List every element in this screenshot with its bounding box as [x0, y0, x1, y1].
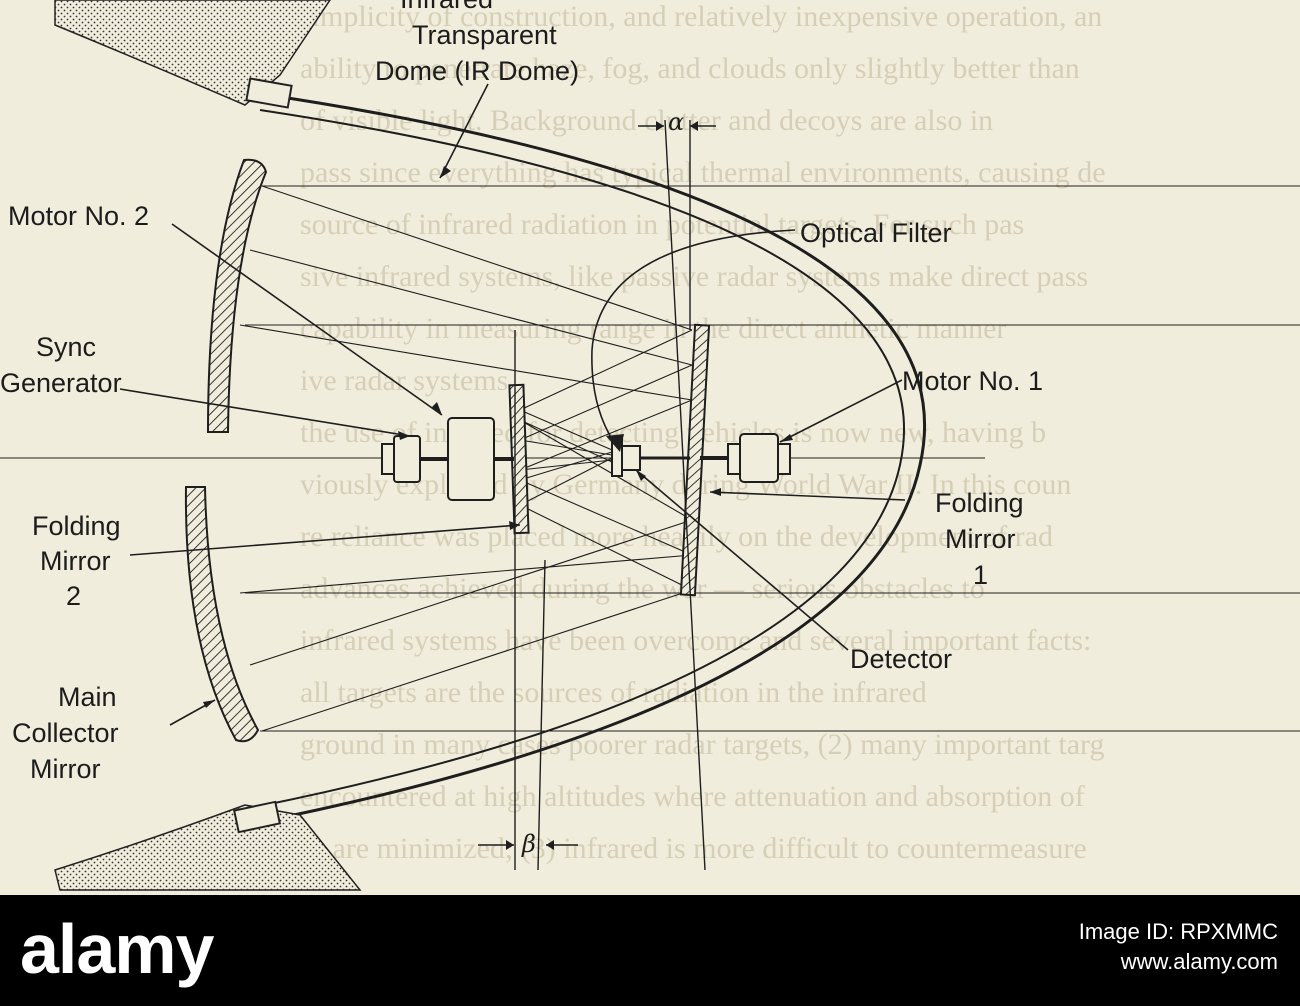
ir-dome-label-3: Dome (IR Dome) — [375, 56, 579, 86]
folding-mirror-1-label-3: 1 — [973, 560, 988, 590]
labels: Infrared Transparent Dome (IR Dome) Moto… — [0, 0, 1043, 784]
bg-line: ive radar systems. — [300, 364, 516, 397]
dome-mount-lower — [232, 800, 282, 834]
folding-mirror-2-label-2: Mirror — [40, 546, 110, 576]
alpha-ref-line — [664, 119, 706, 871]
beta-ref-line-2 — [537, 559, 546, 871]
beta-marker: β — [478, 830, 578, 858]
main-collector-label-2: Collector — [12, 718, 119, 748]
alamy-logo: alamy — [20, 910, 214, 988]
folding-mirror-1 — [679, 323, 711, 597]
dome-mount-upper — [245, 77, 293, 109]
leader-lines — [119, 83, 906, 726]
folding-mirror-2-label-3: 2 — [66, 581, 81, 611]
motor-1-assembly — [700, 433, 791, 483]
detector-assembly — [611, 439, 690, 477]
beta-label: β — [521, 830, 536, 858]
folding-mirror-1-label-1: Folding — [935, 488, 1024, 518]
ir-dome — [254, 91, 926, 825]
motor-2-assembly — [381, 417, 514, 501]
folding-mirror-2-label-1: Folding — [32, 511, 121, 541]
missile-body-upper — [54, 0, 331, 106]
ir-seeker-diagram: simplicity of construction, and relative… — [0, 0, 1300, 891]
optical-filter-arc — [591, 229, 796, 449]
ir-dome-label-1: Infrared — [400, 0, 493, 14]
diagram-figure: simplicity of construction, and relative… — [0, 0, 1300, 891]
bg-line: encountered at high altitudes where atte… — [300, 780, 1085, 813]
bg-line: infrared systems have been overcome and … — [300, 624, 1091, 657]
optical-filter-label: Optical Filter — [800, 218, 952, 248]
bg-line: ground in many cases poorer radar target… — [300, 728, 1104, 761]
image-info: Image ID: RPXMMC www.alamy.com — [1079, 917, 1278, 977]
alpha-label: α — [668, 108, 684, 136]
optical-filter-arrowhead — [606, 434, 624, 452]
ir-dome-label-2: Transparent — [412, 20, 557, 50]
bg-line: simplicity of construction, and relative… — [300, 0, 1102, 33]
stock-watermark-banner: alamy Image ID: RPXMMC www.alamy.com — [0, 895, 1300, 1006]
alpha-marker: α — [638, 108, 716, 136]
bg-line: of visible light. Background clutter and… — [300, 104, 993, 137]
sync-label-1: Sync — [36, 332, 96, 362]
image-url: www.alamy.com — [1120, 949, 1278, 974]
bg-line: ability to penetrate haze, fog, and clou… — [300, 52, 1080, 85]
bg-line: ry are minimized; (3) infrared is more d… — [300, 832, 1087, 865]
detector-label: Detector — [850, 644, 952, 674]
motor-2-label: Motor No. 2 — [8, 201, 149, 231]
main-collector-mirror-lower — [184, 486, 260, 743]
folding-mirror-1-label-2: Mirror — [945, 524, 1015, 554]
image-id: Image ID: RPXMMC — [1078, 919, 1278, 944]
ir-dome-inner — [259, 109, 905, 807]
reflected-rays — [239, 185, 693, 732]
bg-line: pass since everything has typical therma… — [300, 156, 1106, 189]
missile-body-lower — [54, 804, 362, 891]
main-collector-label-1: Main — [58, 682, 117, 712]
bg-line: advances achieved during the war — serio… — [300, 572, 985, 605]
main-collector-mirror-upper — [206, 158, 268, 433]
sync-label-2: Generator — [0, 368, 122, 398]
bg-line: the use of infrared for detecting vehicl… — [300, 416, 1046, 449]
bg-line: source of infrared radiation in potentia… — [300, 208, 1024, 241]
main-collector-label-3: Mirror — [30, 754, 100, 784]
motor-1-label: Motor No. 1 — [902, 366, 1043, 396]
bg-line: sive infrared systems, like passive rada… — [300, 260, 1088, 293]
bg-line: all targets are the sources of radiation… — [300, 676, 927, 709]
